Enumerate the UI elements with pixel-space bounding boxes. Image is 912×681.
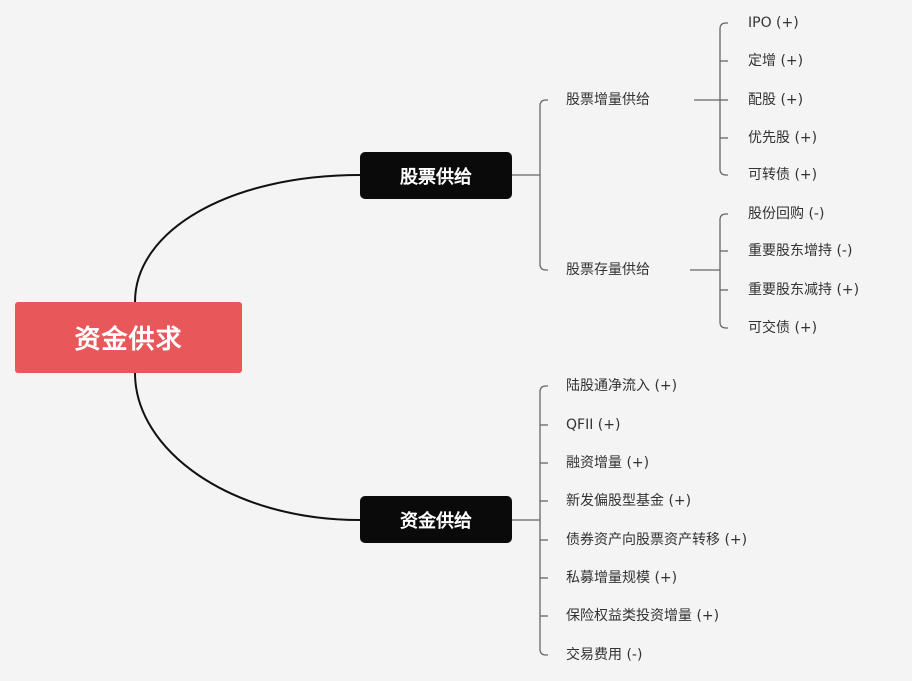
root-node[interactable]: 资金供求: [15, 302, 242, 373]
leaf-label[interactable]: 新发偏股型基金 (+): [566, 493, 692, 509]
fund-supply-bracket: [539, 385, 548, 656]
leaf-label[interactable]: IPO (+): [748, 15, 799, 31]
leaf-label[interactable]: 重要股东减持 (+): [748, 282, 860, 298]
subtopic-1-bracket: [719, 213, 728, 329]
leaf-label[interactable]: 股份回购 (-): [748, 206, 825, 222]
curve-to-fund-supply: [134, 372, 361, 521]
leaf-label[interactable]: 定增 (+): [748, 53, 804, 69]
leaf-label[interactable]: 可交债 (+): [748, 320, 818, 336]
curve-to-stock-supply: [134, 174, 361, 303]
leaf-label[interactable]: 可转债 (+): [748, 167, 818, 183]
leaf-label[interactable]: 陆股通净流入 (+): [566, 378, 678, 394]
leaf-label[interactable]: 配股 (+): [748, 92, 804, 108]
leaf-label[interactable]: 优先股 (+): [748, 130, 818, 146]
subtopic-0-bracket: [719, 22, 728, 176]
subtopic-label[interactable]: 股票增量供给: [566, 92, 650, 108]
leaf-label[interactable]: 重要股东增持 (-): [748, 243, 853, 259]
leaf-label[interactable]: 私募增量规模 (+): [566, 570, 678, 586]
node-stock-supply[interactable]: 股票供给: [360, 152, 512, 199]
node-fund-supply[interactable]: 资金供给: [360, 496, 512, 543]
stock-supply-bracket: [539, 99, 548, 271]
leaf-label[interactable]: 债券资产向股票资产转移 (+): [566, 532, 748, 548]
leaf-label[interactable]: 交易费用 (-): [566, 647, 643, 663]
leaf-label[interactable]: 保险权益类投资增量 (+): [566, 608, 720, 624]
leaf-label[interactable]: 融资增量 (+): [566, 455, 650, 471]
subtopic-label[interactable]: 股票存量供给: [566, 262, 650, 278]
leaf-label[interactable]: QFII (+): [566, 417, 621, 433]
